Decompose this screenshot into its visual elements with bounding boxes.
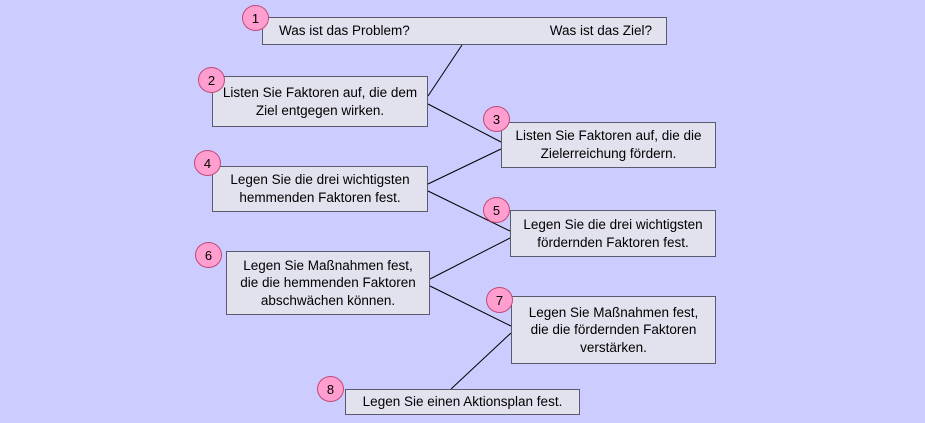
step-2-label: Listen Sie Faktoren auf, die dem Ziel en… bbox=[222, 84, 418, 118]
step-8-number-badge: 8 bbox=[317, 376, 344, 402]
step-4-label: Legen Sie die drei wichtigsten hemmenden… bbox=[230, 172, 410, 205]
step-3-number-badge: 3 bbox=[483, 106, 510, 132]
step-8-number: 8 bbox=[326, 381, 335, 397]
step-4-number-badge: 4 bbox=[194, 150, 221, 176]
step-6-number-badge: 6 bbox=[195, 242, 222, 268]
step-5-number: 5 bbox=[492, 202, 501, 218]
step-7-box: Legen Sie Maßnahmen fest, die die förder… bbox=[511, 296, 716, 364]
step-7-number: 7 bbox=[495, 292, 504, 308]
step-1-question-goal: Was ist das Ziel? bbox=[549, 23, 652, 39]
step-1-number: 1 bbox=[251, 10, 260, 26]
step-2-number-badge: 2 bbox=[198, 67, 225, 93]
step-4-number: 4 bbox=[203, 155, 212, 171]
step-3-label: Listen Sie Faktoren auf, die die Zielerr… bbox=[515, 128, 702, 161]
step-8-box: Legen Sie einen Aktionsplan fest. bbox=[345, 389, 580, 415]
step-7-number-badge: 7 bbox=[486, 287, 513, 313]
step-4-box: Legen Sie die drei wichtigsten hemmenden… bbox=[212, 166, 428, 212]
step-6-number: 6 bbox=[204, 247, 213, 263]
step-8-label: Legen Sie einen Aktionsplan fest. bbox=[362, 394, 563, 410]
step-1-number-badge: 1 bbox=[242, 5, 269, 31]
step-2-number: 2 bbox=[207, 72, 216, 88]
step-1-question-problem: Was ist das Problem? bbox=[279, 23, 410, 39]
step-6-box: Legen Sie Maßnahmen fest, die die hemmen… bbox=[226, 251, 430, 315]
step-3-box: Listen Sie Faktoren auf, die die Zielerr… bbox=[501, 122, 716, 168]
step-7-label: Legen Sie Maßnahmen fest, die die förder… bbox=[528, 304, 699, 355]
step-6-label: Legen Sie Maßnahmen fest, die die hemmen… bbox=[240, 257, 416, 308]
step-5-number-badge: 5 bbox=[483, 197, 510, 223]
step-2-box: Listen Sie Faktoren auf, die dem Ziel en… bbox=[212, 76, 428, 127]
step-5-box: Legen Sie die drei wichtigsten fördernde… bbox=[510, 210, 716, 257]
step-1-box: Was ist das Problem? Was ist das Ziel? bbox=[262, 17, 667, 45]
step-3-number: 3 bbox=[492, 111, 501, 127]
step-5-label: Legen Sie die drei wichtigsten fördernde… bbox=[523, 216, 703, 250]
